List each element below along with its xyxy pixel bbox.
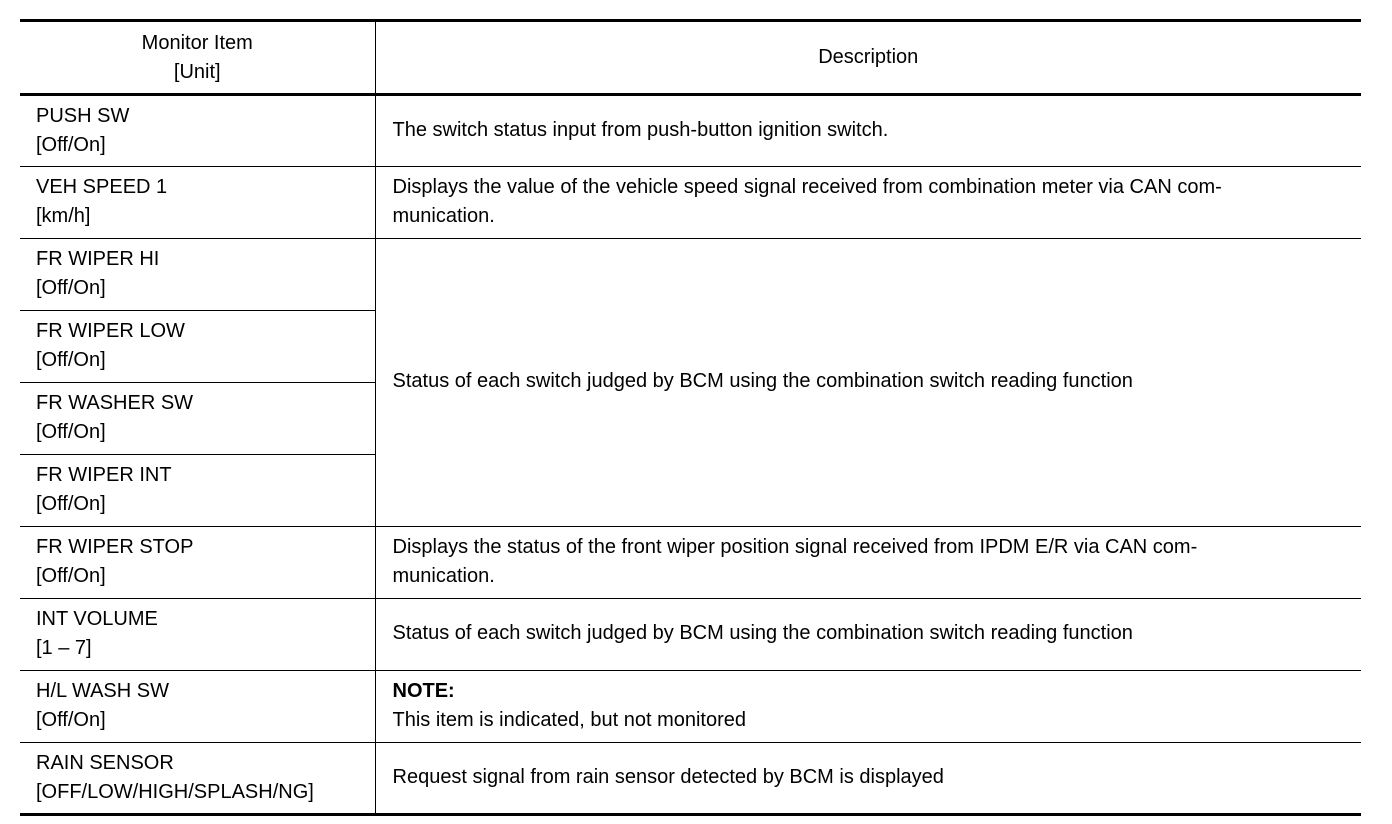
item-unit: [Off/On] (36, 277, 106, 299)
description-cell: NOTE: This item is indicated, but not mo… (375, 670, 1361, 743)
table-row: FR WIPER HI [Off/On] Status of each swit… (20, 238, 1361, 527)
item-name: FR WASHER SW (36, 392, 194, 414)
table-row: VEH SPEED 1 [km/h] Displays the value of… (20, 166, 1361, 239)
monitor-item-cell: INT VOLUME [1 – 7] (20, 598, 376, 671)
description-cell: Request signal from rain sensor detected… (375, 742, 1361, 816)
item-name: RAIN SENSOR (36, 752, 174, 774)
item-unit: [Off/On] (36, 421, 106, 443)
item-name: VEH SPEED 1 (36, 176, 168, 198)
monitor-item-cell: VEH SPEED 1 [km/h] (20, 166, 376, 239)
monitor-item-cell: PUSH SW [Off/On] (20, 94, 376, 167)
monitor-item-cell: RAIN SENSOR [OFF/LOW/HIGH/SPLASH/NG] (20, 742, 376, 816)
monitor-item-header-label: Monitor Item (141, 31, 253, 54)
group-description-cell: Status of each switch judged by BCM usin… (375, 238, 1361, 527)
item-name: PUSH SW (36, 105, 130, 127)
monitor-item-cell: FR WIPER INT [Off/On] (20, 454, 376, 527)
item-unit: [1 – 7] (36, 637, 92, 659)
monitor-item-cell: FR WASHER SW [Off/On] (20, 382, 376, 455)
note-label: NOTE: (392, 679, 455, 702)
table-row: INT VOLUME [1 – 7] Status of each switch… (20, 598, 1361, 671)
description-line: This item is indicated, but not monitore… (392, 708, 747, 731)
table-row: FR WASHER SW [Off/On] (20, 382, 1361, 455)
monitor-item-cell: FR WIPER LOW [Off/On] (20, 310, 376, 383)
description-cell: Status of each switch judged by BCM usin… (375, 598, 1361, 671)
item-unit: [OFF/LOW/HIGH/SPLASH/NG] (36, 781, 314, 803)
item-unit: [km/h] (36, 205, 91, 227)
table-row: PUSH SW [Off/On] The switch status input… (20, 94, 1361, 167)
item-name: FR WIPER STOP (36, 536, 194, 558)
item-name: FR WIPER INT (36, 464, 172, 486)
table-header-row: Monitor Item [Unit] Description (20, 19, 1361, 96)
item-name: FR WIPER LOW (36, 320, 185, 342)
description-cell: Displays the value of the vehicle speed … (375, 166, 1361, 239)
table-row: RAIN SENSOR [OFF/LOW/HIGH/SPLASH/NG] Req… (20, 742, 1361, 816)
monitor-item-cell: H/L WASH SW [Off/On] (20, 670, 376, 743)
item-unit: [Off/On] (36, 493, 106, 515)
description-line: Displays the value of the vehicle speed … (392, 175, 1222, 198)
item-unit: [Off/On] (36, 565, 106, 587)
description-cell: The switch status input from push-button… (375, 94, 1361, 167)
description-cell: Displays the status of the front wiper p… (375, 526, 1361, 599)
description-line: munication. (392, 564, 495, 587)
item-unit: [Off/On] (36, 709, 106, 731)
description-header: Description (375, 19, 1361, 96)
item-name: FR WIPER HI (36, 248, 160, 270)
monitor-item-cell: FR WIPER STOP [Off/On] (20, 526, 376, 599)
item-unit: [Off/On] (36, 349, 106, 371)
item-unit: [Off/On] (36, 134, 106, 156)
item-name: H/L WASH SW (36, 680, 169, 702)
item-name: INT VOLUME (36, 608, 158, 630)
monitor-item-cell: FR WIPER HI [Off/On] (20, 238, 376, 311)
monitor-item-table: Monitor Item [Unit] Description PUSH SW … (20, 19, 1361, 816)
table-row: FR WIPER STOP [Off/On] Displays the stat… (20, 526, 1361, 599)
unit-header-label: [Unit] (173, 60, 221, 83)
table-row: FR WIPER LOW [Off/On] (20, 310, 1361, 383)
table-row: FR WIPER INT [Off/On] (20, 454, 1361, 527)
description-line: Displays the status of the front wiper p… (392, 535, 1198, 558)
description-line: munication. (392, 204, 495, 227)
monitor-item-header: Monitor Item [Unit] (20, 19, 376, 96)
table-row: H/L WASH SW [Off/On] NOTE: This item is … (20, 670, 1361, 743)
